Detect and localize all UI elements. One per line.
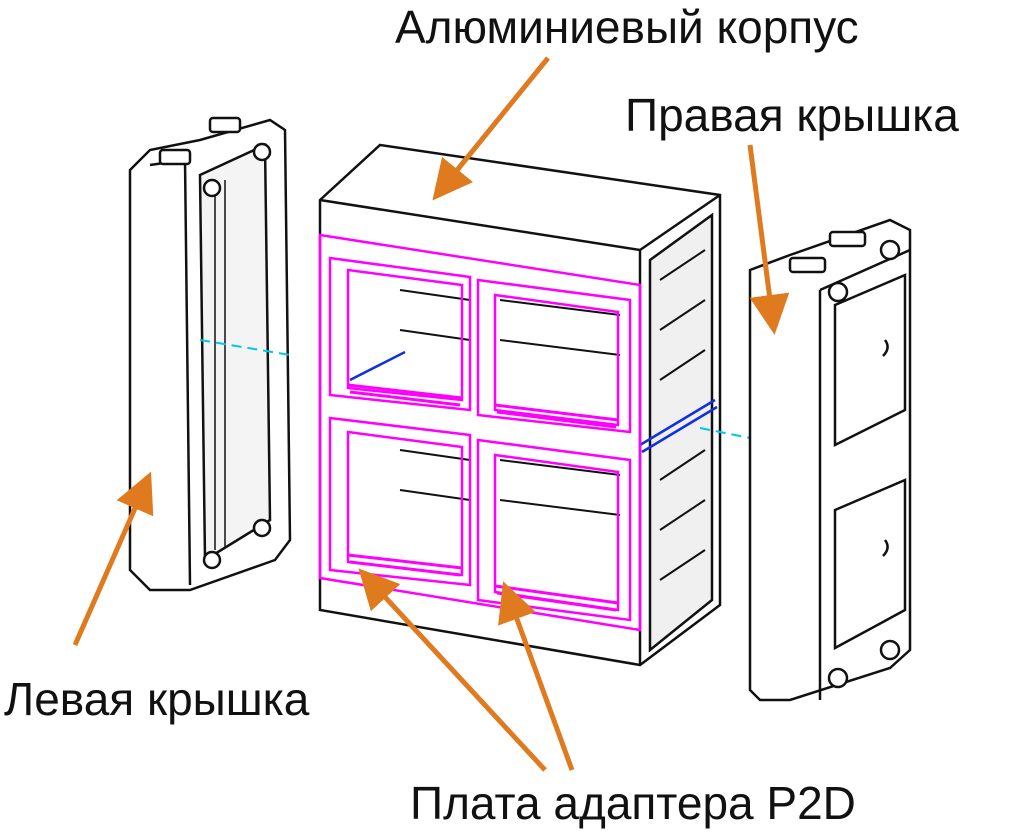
arrow-board-2: [498, 581, 575, 771]
arrow-housing: [432, 56, 550, 201]
aluminium-housing: [318, 143, 722, 667]
arrow-right-cover: [747, 144, 790, 335]
left-cover: [128, 116, 292, 592]
label-left-cover: Левая крышка: [4, 673, 310, 725]
label-housing: Алюминиевый корпус: [395, 1, 859, 53]
arrow-left-cover: [72, 471, 154, 647]
label-right-cover: Правая крышка: [625, 89, 959, 141]
right-cover: [748, 218, 912, 702]
label-adapter-board: Плата адаптера P2D: [410, 777, 856, 829]
callout-arrows: [72, 56, 790, 772]
arrow-board-1: [358, 568, 547, 772]
adapter-board-p2d: [318, 233, 642, 632]
internal-rails: [349, 350, 718, 454]
